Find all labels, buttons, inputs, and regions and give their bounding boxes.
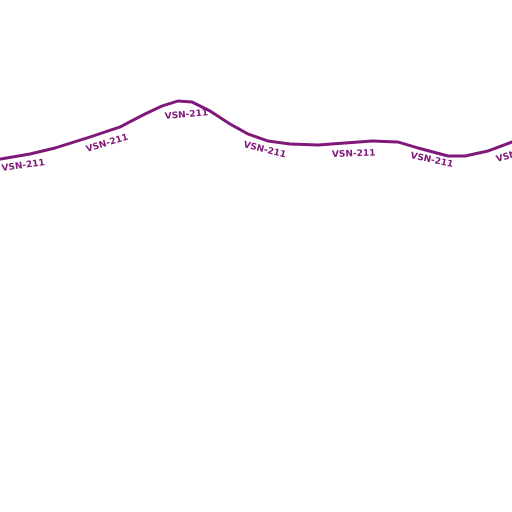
road-label: VSN-211 <box>332 148 376 160</box>
road-vsn-211[interactable] <box>0 99 512 161</box>
road-label: VSN-211 <box>164 108 208 122</box>
